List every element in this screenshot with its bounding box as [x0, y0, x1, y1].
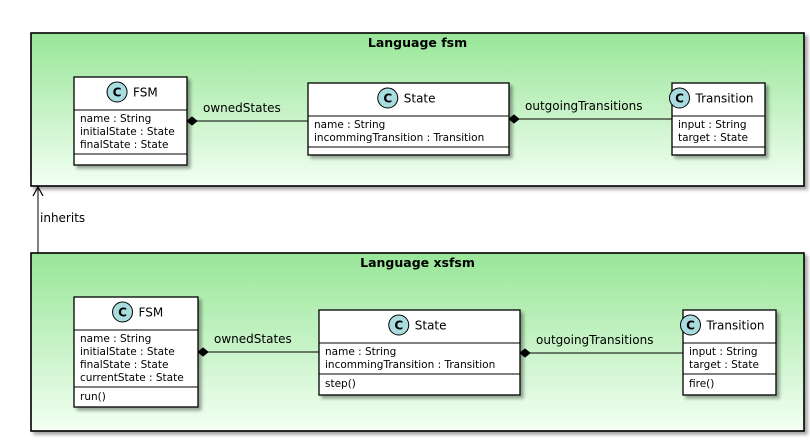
class-attribute: name : String [80, 333, 151, 345]
class-attribute: incommingTransition : Transition [325, 359, 495, 371]
association-label: ownedStates [214, 332, 292, 346]
class-attribute: target : State [689, 359, 759, 371]
inheritance-label: inherits [40, 211, 85, 225]
class-icon [669, 87, 690, 109]
composition-diamond-icon [508, 114, 520, 124]
class-icon [112, 301, 134, 323]
class-attribute: finalState : State [80, 359, 168, 371]
class-icon-letter: C [118, 306, 127, 320]
class-attribute: target : State [678, 132, 748, 144]
inheritance-link: inherits [32, 185, 85, 253]
association-composition: ownedStates [197, 332, 319, 357]
association-label: ownedStates [203, 101, 281, 115]
class-attribute: name : String [325, 346, 396, 358]
class-box [307, 82, 510, 156]
class-method: run() [80, 391, 106, 403]
class-icon-letter: C [686, 319, 695, 333]
composition-diamond-icon [519, 348, 531, 358]
class-name: FSM [139, 306, 164, 320]
class-icon [388, 314, 410, 336]
class-box [73, 296, 199, 408]
association-label: outgoingTransitions [525, 99, 642, 113]
class-name: State [415, 319, 447, 333]
association-composition: outgoingTransitions [508, 99, 672, 124]
class-name: FSM [133, 86, 158, 100]
package-title: Language xsfsm [360, 255, 475, 270]
class-attribute: name : String [80, 113, 151, 125]
class-attribute: input : String [689, 346, 758, 358]
class-icon [106, 81, 128, 103]
class-attribute: initialState : State [80, 126, 175, 138]
class-attribute: name : String [314, 119, 385, 131]
class-attribute: input : String [678, 119, 747, 131]
class-name: Transition [706, 319, 765, 333]
class-icon [680, 314, 701, 336]
class-attribute: currentState : State [80, 372, 184, 384]
class-icon-letter: C [113, 86, 122, 100]
class-attribute: finalState : State [80, 139, 168, 151]
class-attribute: initialState : State [80, 346, 175, 358]
class-method: fire() [689, 378, 714, 390]
class-name: Transition [695, 92, 754, 106]
arrowhead-icon [32, 185, 44, 197]
class-icon-letter: C [675, 92, 684, 106]
class-name: State [404, 92, 436, 106]
class-icon [377, 87, 399, 109]
class-box [318, 309, 521, 396]
class-icon-letter: C [383, 92, 392, 106]
package-title: Language fsm [368, 35, 467, 50]
composition-diamond-icon [186, 116, 198, 126]
class-box [73, 76, 188, 166]
association-label: outgoingTransitions [536, 333, 653, 347]
class-attribute: incommingTransition : Transition [314, 132, 484, 144]
association-composition: outgoingTransitions [519, 333, 683, 358]
class-icon-letter: C [394, 319, 403, 333]
association-composition: ownedStates [186, 101, 308, 126]
composition-diamond-icon [197, 347, 209, 357]
class-method: step() [325, 378, 356, 390]
